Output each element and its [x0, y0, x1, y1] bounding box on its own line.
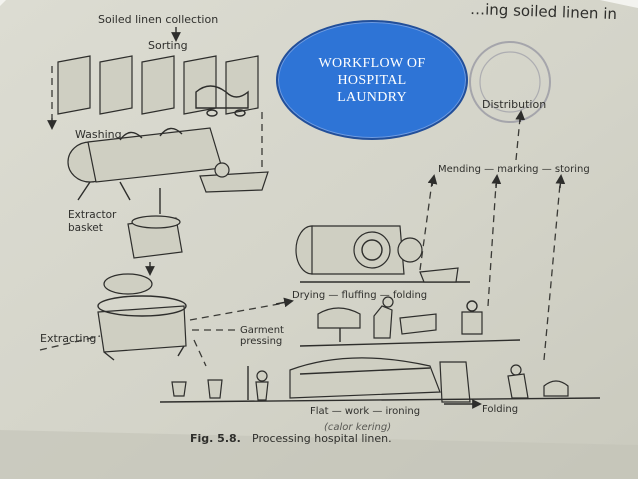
page-header-text: …ing soiled linen in — [470, 0, 617, 23]
garment-pressing-station — [299, 296, 521, 347]
arrow-to-drying — [275, 297, 294, 308]
library-stamp-inner — [479, 51, 541, 113]
label-extractor-line1: Extractor — [68, 209, 117, 221]
label-garment-line2: pressing — [240, 336, 282, 347]
sorting-bins — [57, 55, 259, 117]
drying-tumbler — [295, 225, 470, 283]
badge-line-3: LAUNDRY — [337, 89, 407, 105]
workflow-title-badge: WORKFLOW OF HOSPITAL LAUNDRY — [276, 20, 468, 140]
label-extracting: Extracting — [40, 332, 96, 345]
label-folding: Folding — [482, 404, 518, 415]
label-sorting: Sorting — [148, 39, 188, 52]
flow-to-drying — [189, 301, 291, 321]
badge-line-1: WORKFLOW OF — [318, 55, 426, 71]
label-distribution: Distribution — [482, 98, 546, 111]
flow-extracting-in — [39, 335, 101, 351]
arrow-pressing-up — [491, 174, 502, 189]
label-soiled-linen-collection: Soiled linen collection — [98, 13, 218, 26]
flatwork-ironer — [159, 357, 601, 403]
label-flatwork-ironing: Flat — work — ironing — [310, 406, 420, 417]
flow-drying-up — [419, 181, 433, 271]
library-stamp — [469, 41, 551, 123]
arrow-folding-up — [555, 174, 566, 189]
flow-pressing-up — [487, 183, 497, 307]
paper-shadow — [0, 430, 638, 479]
label-garment-line1: Garment — [240, 325, 284, 336]
caption-text: Processing hospital linen. — [252, 432, 392, 445]
extractor-basket — [127, 188, 183, 259]
flow-to-flatwork — [193, 339, 207, 367]
label-extractor-line2: basket — [68, 222, 103, 234]
extractor-machine — [97, 273, 187, 361]
arrow-drying-up — [427, 174, 438, 187]
flow-folding-up — [543, 183, 561, 361]
label-mending-marking-storing: Mending — marking — storing — [438, 164, 590, 175]
handwritten-note: (calor kering) — [324, 422, 391, 433]
arrow-to-distribution — [515, 110, 526, 123]
label-washing: Washing — [75, 128, 122, 141]
label-drying-fluffing-folding: Drying — fluffing — folding — [292, 290, 427, 301]
caption-label: Fig. 5.8. — [190, 432, 241, 445]
badge-line-2: HOSPITAL — [337, 72, 407, 88]
washing-machines — [67, 127, 269, 201]
